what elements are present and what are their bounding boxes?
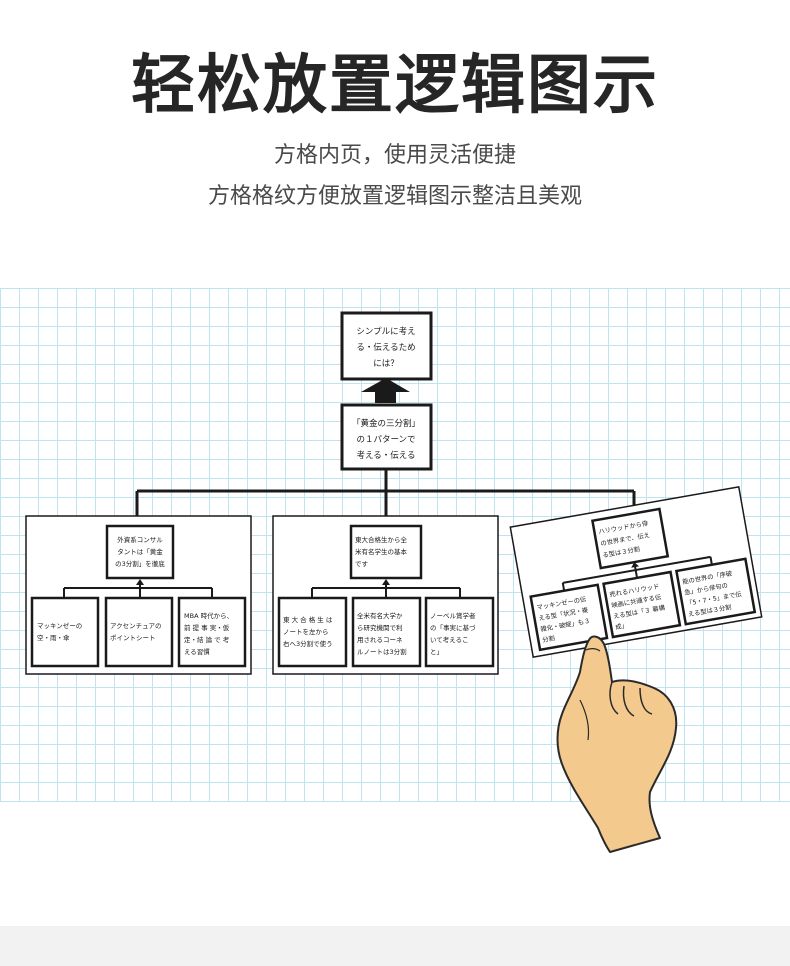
top-question-box: シンプルに考え る・伝えるため には？ <box>340 311 433 381</box>
center-leaf2-line-4: ルノートは3分割 <box>357 647 407 656</box>
up-arrow-icon <box>361 378 410 403</box>
page-title: 轻松放置逻辑图示 <box>131 49 659 123</box>
left-leaf1-line-2: 空・雨・傘 <box>37 633 70 642</box>
top-box-line-2: る・伝えるため <box>356 342 415 353</box>
center-leaf3-line-3: いて考えるこ <box>430 636 469 644</box>
left-panel: 外資系コンサル タントは「黄金 の3分割」を徹底 マッキンゼーの 空・雨・傘 ア… <box>25 515 252 675</box>
left-leaf2-line-2: ポイントシート <box>110 634 156 642</box>
pointing-hand-icon <box>556 635 678 853</box>
center-leaf3-line-2: の「事実に基づ <box>430 623 476 632</box>
subtitle-line-2: 方格格纹方便放置逻辑图示整洁且美观 <box>207 184 582 209</box>
right-leaf2-line-4: 成」 <box>614 620 628 631</box>
left-leaf1-line-1: マッキンゼーの <box>37 621 82 630</box>
top-box-line-1: シンプルに考え <box>356 327 415 337</box>
right-leaf1-line-4: 分割 <box>542 633 556 644</box>
center-leaf1-line-3: 右へ3分割で使う <box>283 639 333 648</box>
mid-box-line-2: の１パターンで <box>356 435 415 445</box>
footer-bar <box>0 926 790 966</box>
center-leaf2-line-1: 全米有名大学か <box>357 611 403 620</box>
left-leaf3-line-2: 前 提 事 実・仮 <box>184 623 230 632</box>
center-head-line-1: 東大合格生から全 <box>355 535 408 544</box>
center-leaf2-line-2: ら研究機関で利 <box>357 623 403 632</box>
left-leaf3-line-1: MBA 時代から、 <box>184 611 233 620</box>
main-connector-lines <box>135 469 636 516</box>
mid-box-line-3: 考える・伝える <box>357 450 416 461</box>
left-head-line-3: の3分割」を徹底 <box>115 559 165 568</box>
center-head-line-3: です <box>355 560 369 568</box>
left-head-line-1: 外資系コンサル <box>117 535 163 544</box>
left-leaf3-line-4: える習慣 <box>184 647 210 656</box>
left-leaf3-line-3: 定・結 論 で 考 <box>184 635 230 644</box>
left-leaf2-line-1: アクセンチュアの <box>110 622 162 630</box>
right-panel-card: ハリウッドから俳 の世界まで、伝え る型は３分割 マッキンゼーの伝 える型「状況… <box>509 485 763 659</box>
center-panel: 東大合格生から全 米有名学生の基本 です 東 大 合 格 生 は ノートを左から… <box>272 515 499 675</box>
center-leaf3-line-4: と」 <box>430 648 443 656</box>
center-leaf2-line-3: 用されるコーネ <box>357 636 403 644</box>
center-leaf1-line-1: 東 大 合 格 生 は <box>283 615 333 624</box>
subtitle-line-1: 方格内页，使用灵活便捷 <box>273 143 516 168</box>
top-box-line-3: には？ <box>373 359 399 369</box>
center-leaf3-line-1: ノーベル賞学者 <box>430 611 476 620</box>
center-head-line-2: 米有名学生の基本 <box>355 547 408 556</box>
left-head-line-2: タントは「黄金 <box>117 547 163 556</box>
mid-box-line-1: 「黄金の三分割」 <box>352 418 420 429</box>
middle-box: 「黄金の三分割」 の１パターンで 考える・伝える <box>340 403 433 471</box>
center-leaf1-line-2: ノートを左から <box>283 627 329 636</box>
